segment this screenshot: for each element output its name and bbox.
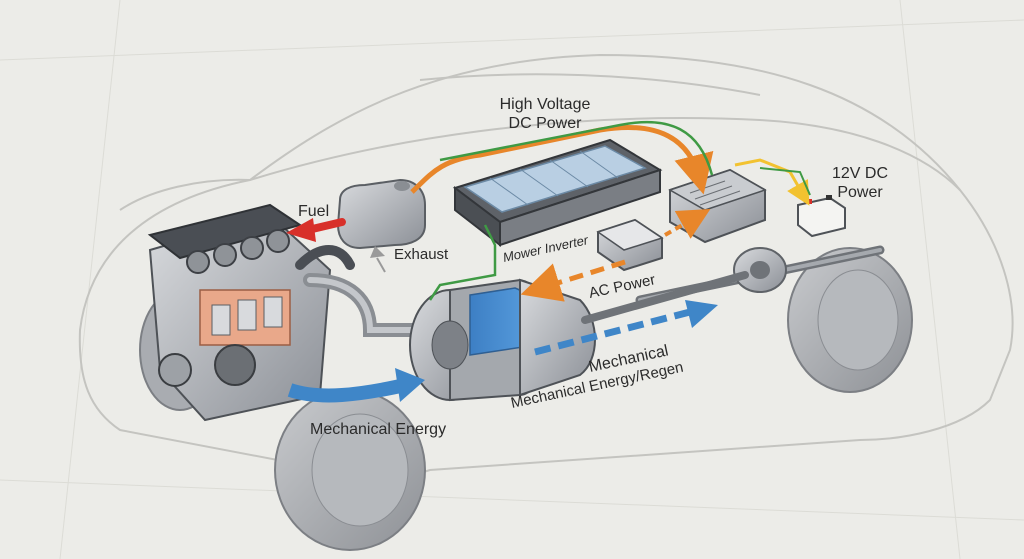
svg-text:High Voltage: High Voltage: [500, 96, 591, 113]
motor-generator: [409, 278, 596, 402]
rear-wheel: [787, 247, 913, 393]
control-line-green-2: [428, 224, 497, 301]
drive-shaft: [581, 271, 749, 324]
low-voltage-line-2: [759, 167, 811, 196]
fuel-tank: [336, 178, 426, 250]
svg-text:DC Power: DC Power: [509, 115, 583, 132]
label-exhaust: Exhaust: [394, 246, 449, 263]
mechanical-energy-arrow: [287, 368, 425, 403]
ac-power-arrow: [520, 259, 626, 302]
high-voltage-battery-pack: [452, 138, 663, 248]
12v-battery: [797, 195, 846, 238]
svg-text:Power: Power: [837, 184, 883, 201]
hv-to-inverter-line: [664, 209, 711, 239]
label-fuel: Fuel: [298, 203, 329, 220]
control-line-green: [439, 120, 714, 176]
low-voltage-line: [734, 158, 810, 206]
exhaust-arrow: [370, 246, 386, 273]
engine: [147, 203, 422, 422]
inverter: [596, 218, 664, 272]
svg-text:12V DC: 12V DC: [832, 165, 888, 182]
power-control-unit: [668, 168, 767, 244]
label-high-voltage: High Voltage DC Power: [500, 96, 591, 132]
fuel-arrow: [286, 218, 346, 242]
label-12v-dc: 12V DC Power: [832, 165, 888, 201]
label-mechanical-energy: Mechanical Energy: [310, 421, 446, 438]
mechanical-regen-arrow: [534, 300, 718, 356]
